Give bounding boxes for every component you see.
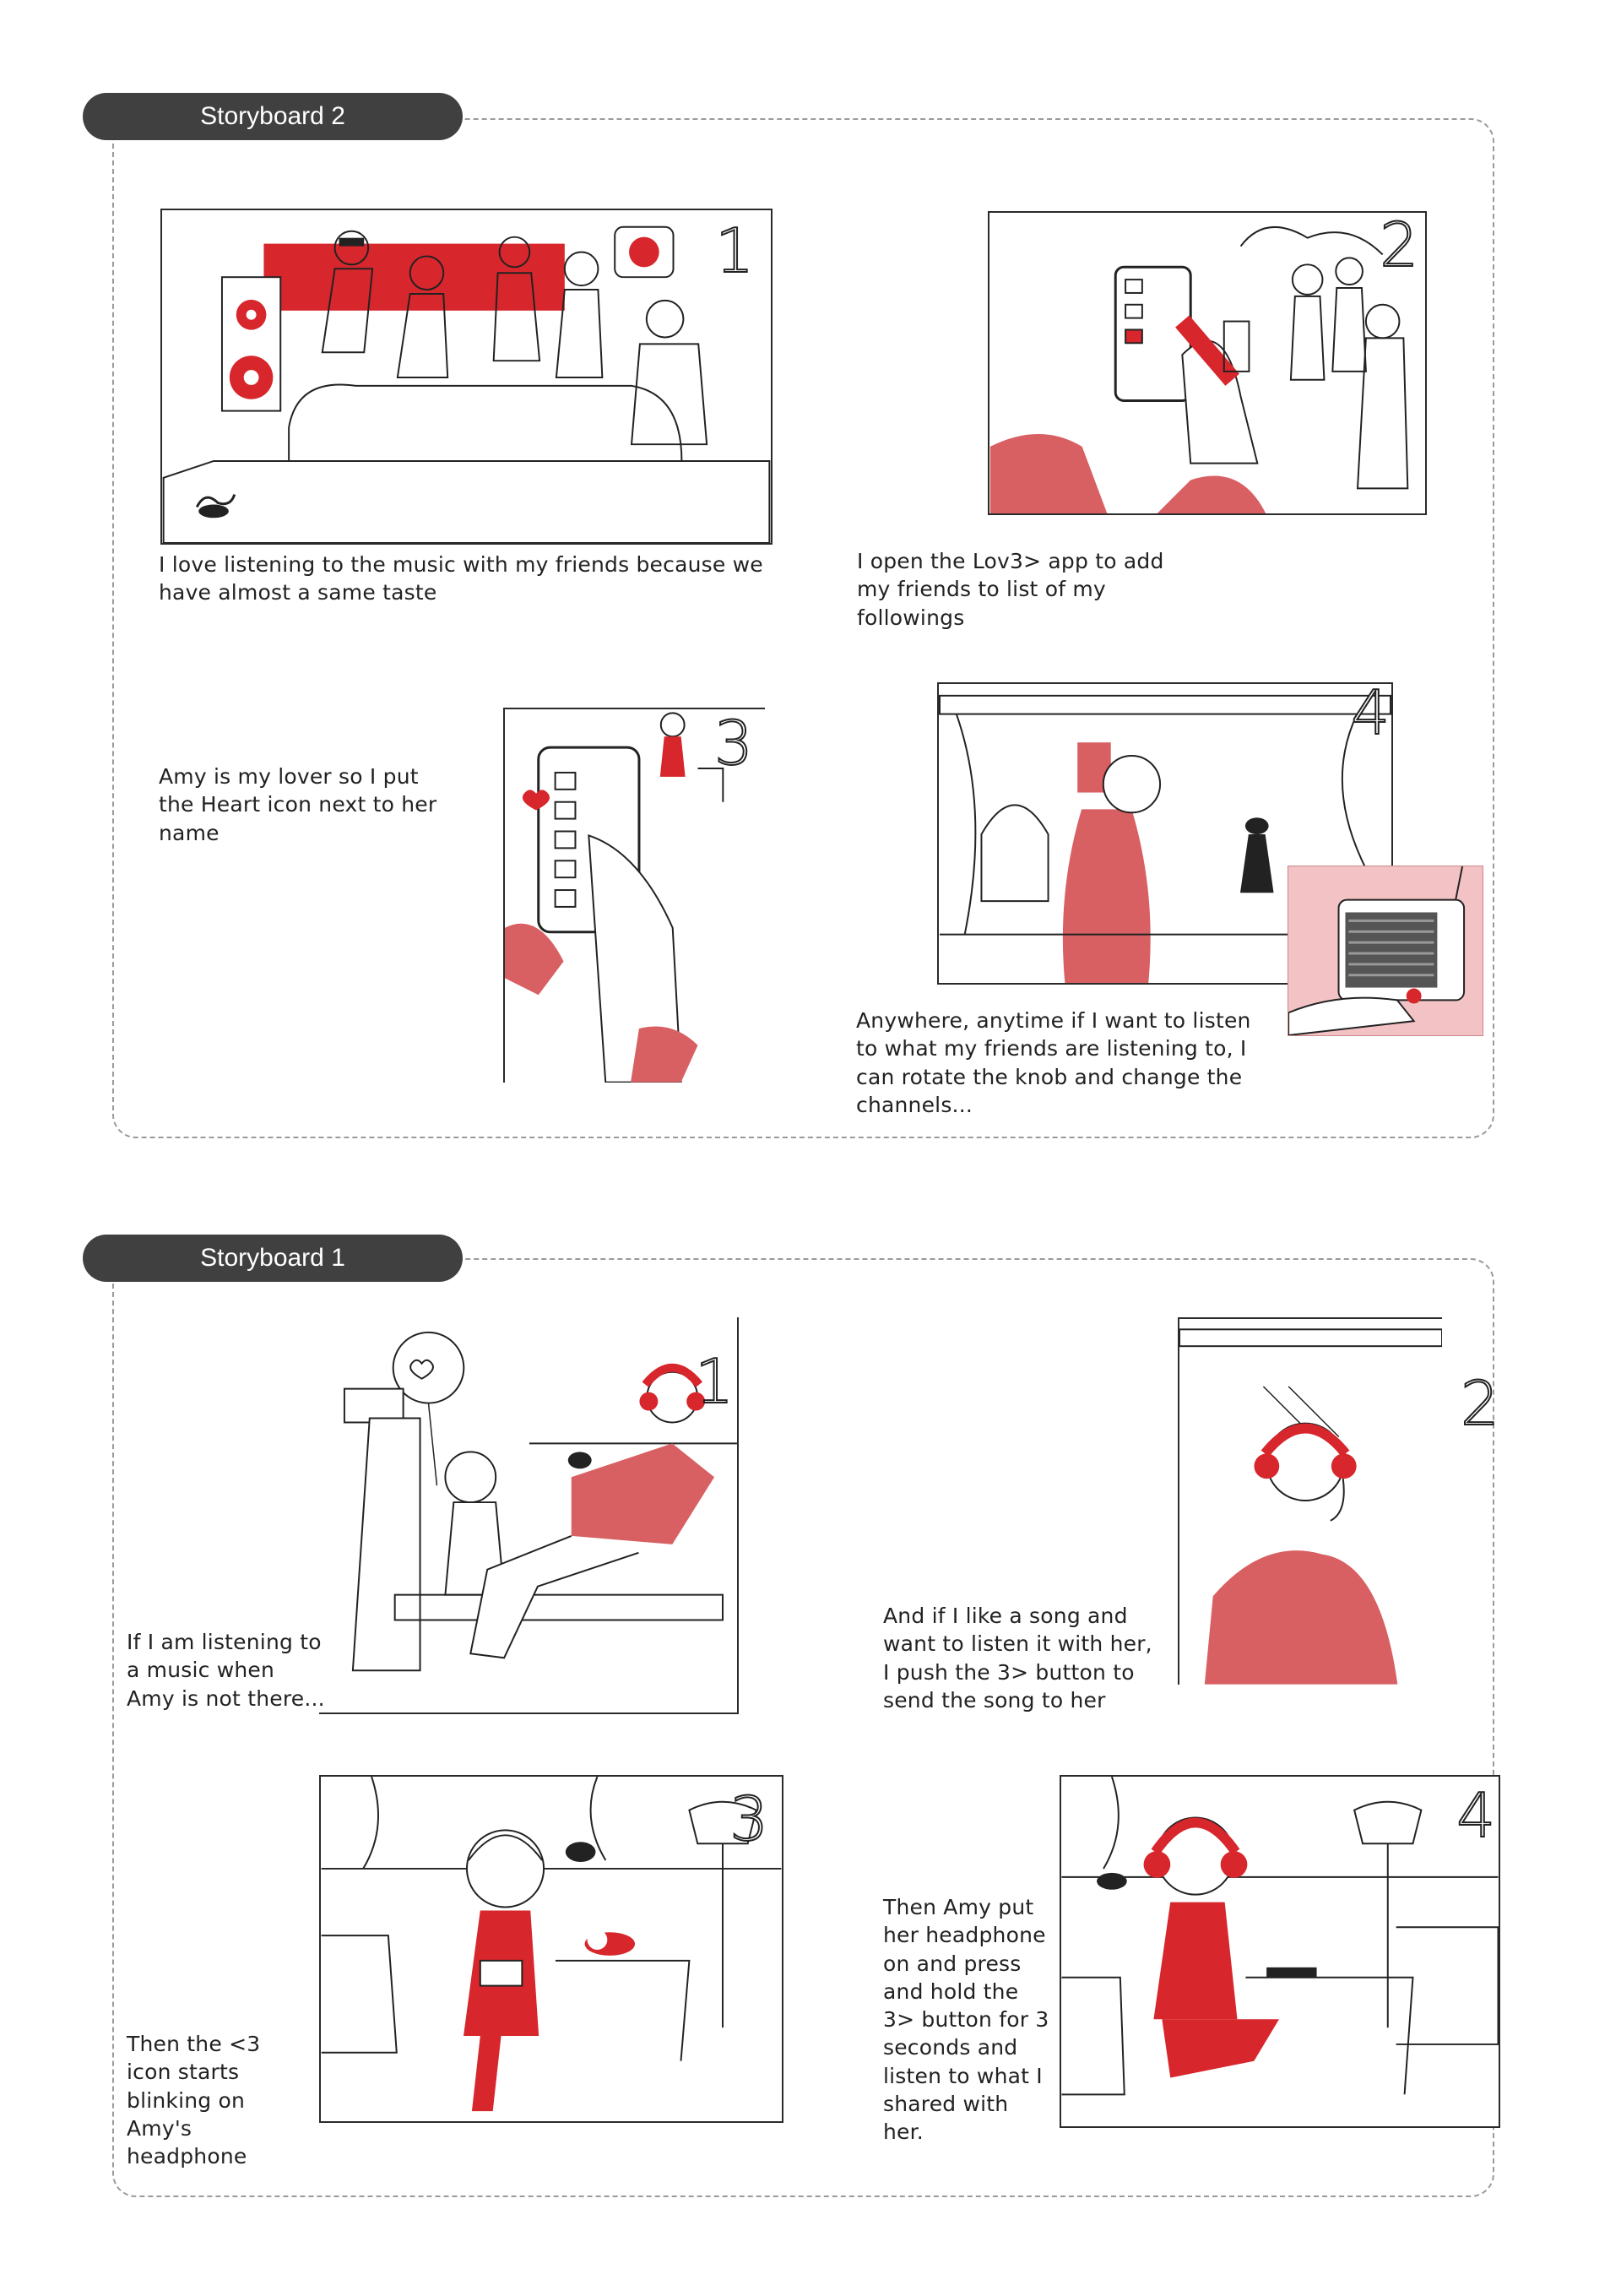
amy-reading-illustration xyxy=(321,1777,782,2112)
panel-number: 1 xyxy=(714,215,755,286)
storyboard-1-frame xyxy=(112,1258,1494,2197)
panel-number: 2 xyxy=(1460,1368,1500,1439)
panel-number: 3 xyxy=(729,1783,769,1854)
sb1-panel-2 xyxy=(1178,1317,1442,1685)
panel-number: 1 xyxy=(694,1346,735,1417)
sb2-panel-3: 3 xyxy=(503,708,765,1083)
sb2-caption-1: I love listening to the music with my fr… xyxy=(159,552,763,605)
radio-knob-illustration xyxy=(1288,866,1466,1035)
sb2-panel-2: 2 xyxy=(988,211,1427,515)
window-radio-illustration xyxy=(939,694,1391,983)
friends-on-couch-illustration xyxy=(162,225,771,543)
phone-heart-illustration xyxy=(505,712,724,1083)
panel-number: 3 xyxy=(713,708,754,779)
sb1-caption-2: And if I like a song and want to listen … xyxy=(883,1604,1152,1713)
sb1-caption-3: Then the <3 icon starts blinking on Amy'… xyxy=(127,2032,261,2168)
sb1-panel-1: 1 xyxy=(319,1317,739,1714)
panel-number: 2 xyxy=(1379,211,1419,280)
man-press-button-illustration xyxy=(1179,1328,1442,1685)
radio-inset xyxy=(1288,866,1483,1036)
sb2-caption-3: Amy is my lover so I put the Heart icon … xyxy=(159,764,437,845)
sb2-caption-4: Anywhere, anytime if I want to listen to… xyxy=(856,1008,1251,1117)
sb2-panel-1: 1 xyxy=(160,209,773,545)
sb1-panel-3: 3 xyxy=(319,1775,783,2123)
storyboard-2-frame xyxy=(112,118,1494,1138)
man-listening-illustration xyxy=(343,1331,737,1672)
panel-number: 4 xyxy=(1350,682,1391,748)
storyboard-2-title: Storyboard 2 xyxy=(83,93,463,140)
sb2-caption-2: I open the Lov3> app to add my friends t… xyxy=(857,549,1164,630)
storyboard-1-title: Storyboard 1 xyxy=(83,1235,463,1282)
sb1-caption-4: Then Amy put her headphone on and press … xyxy=(883,1895,1049,2144)
sb1-caption-1: If I am listening to a music when Amy is… xyxy=(127,1630,325,1711)
sb1-panel-4: 4 xyxy=(1060,1775,1500,2128)
amy-listening-illustration xyxy=(1061,1777,1499,2096)
phone-app-illustration xyxy=(989,226,1409,513)
panel-number: 4 xyxy=(1456,1780,1496,1851)
